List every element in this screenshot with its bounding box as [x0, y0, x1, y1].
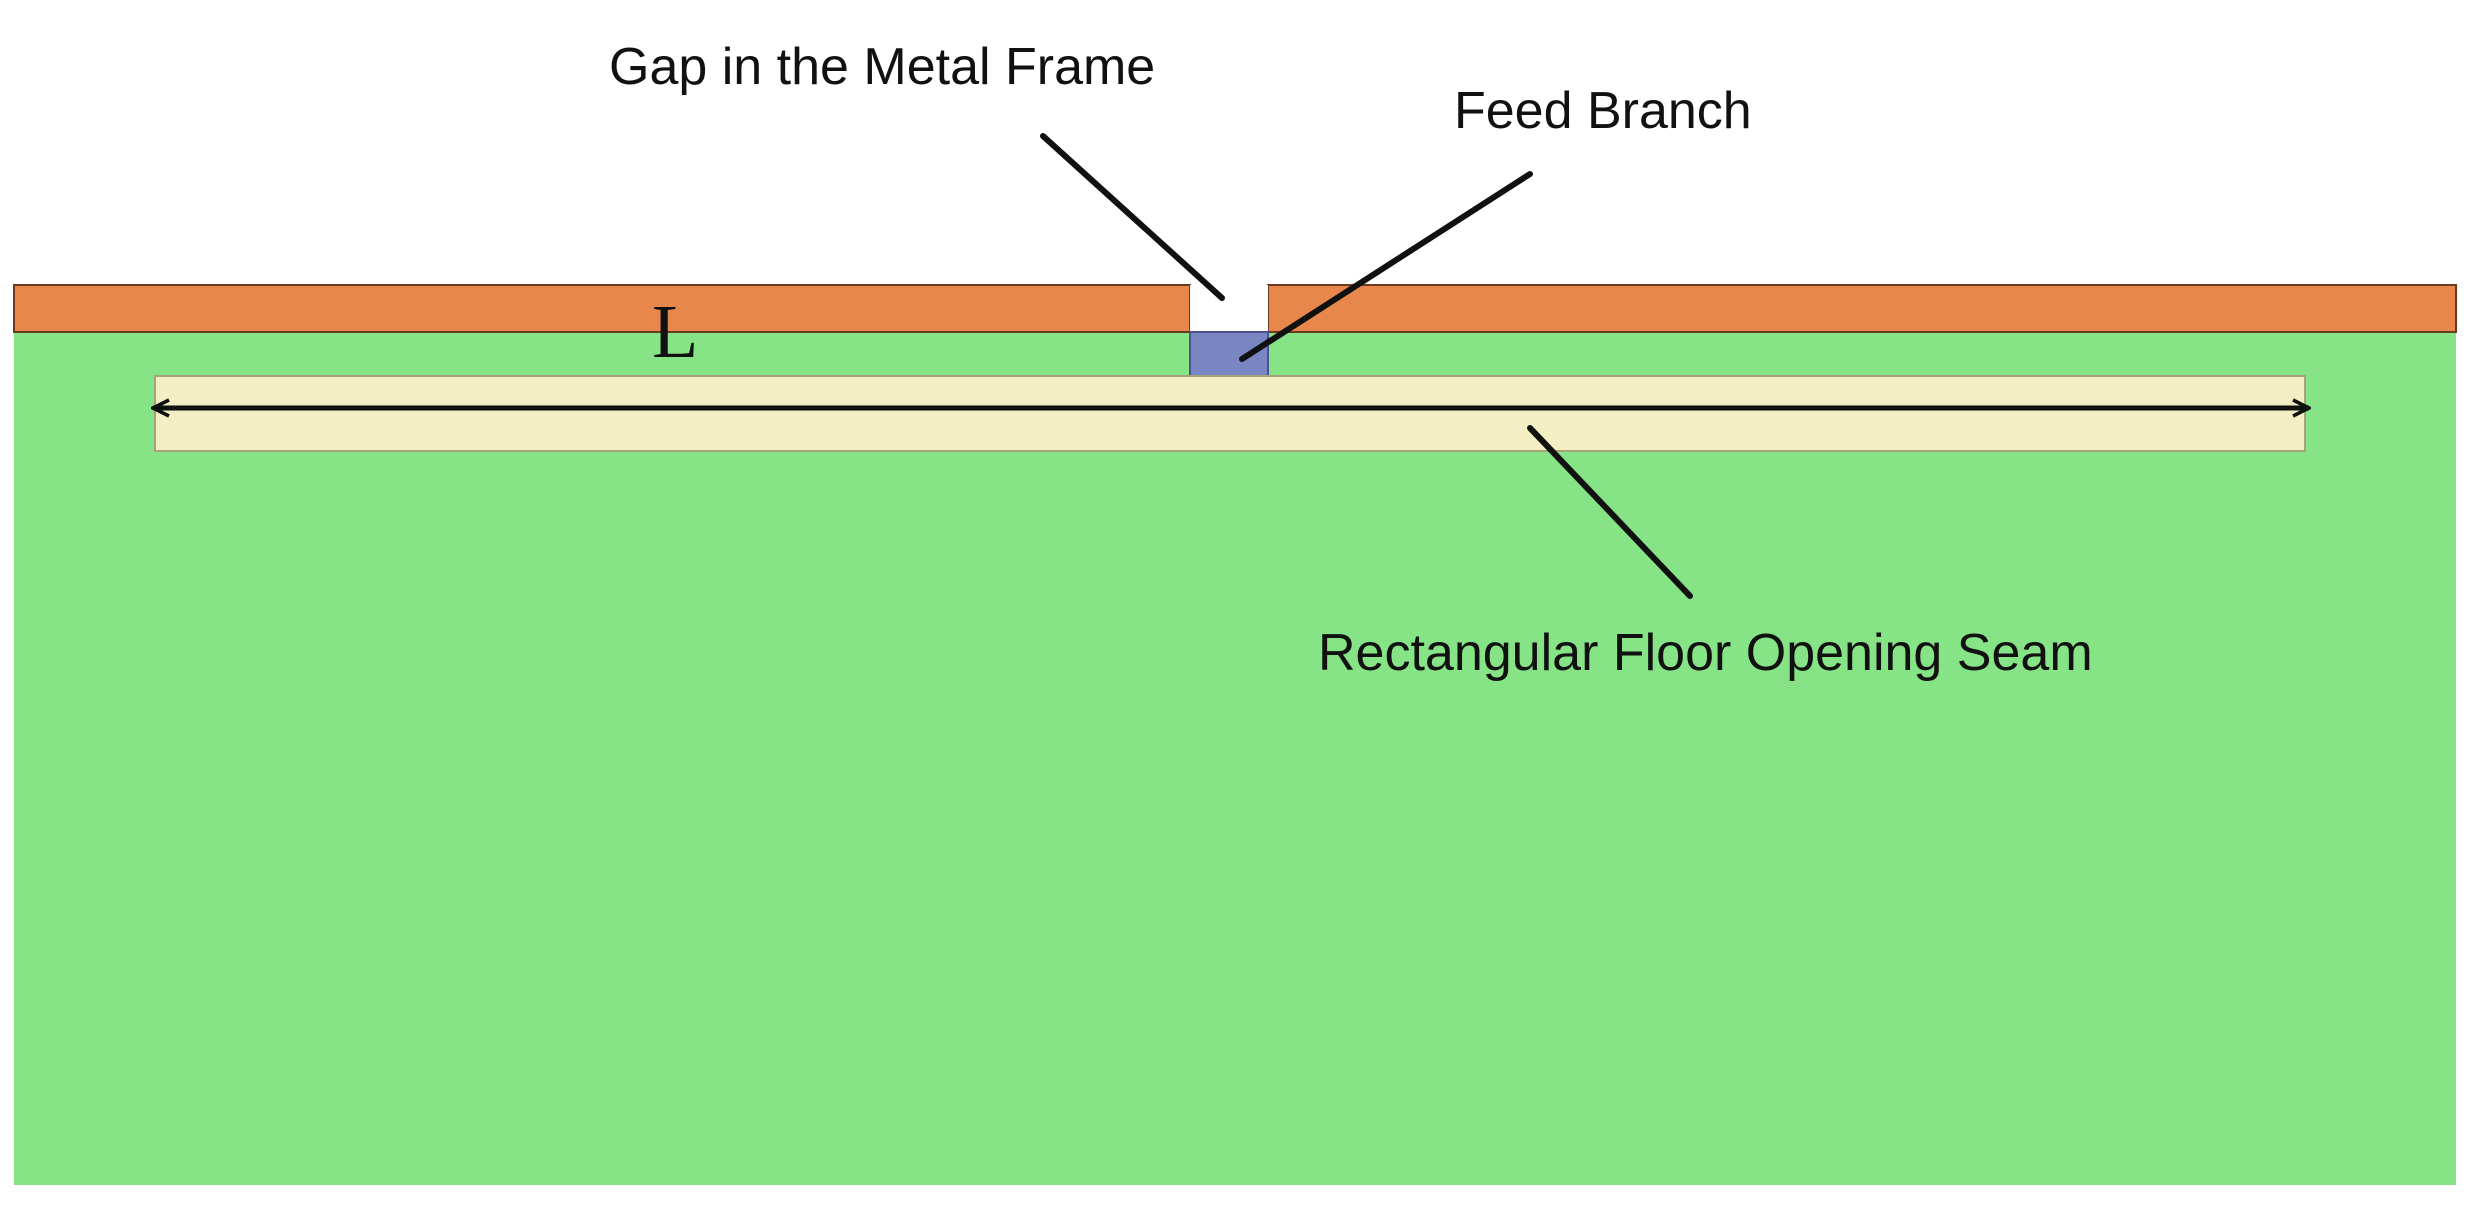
- seam-label: Rectangular Floor Opening Seam: [1318, 624, 2093, 682]
- gap-label: Gap in the Metal Frame: [609, 38, 1155, 96]
- metal-frame-right: [1267, 284, 2457, 333]
- feed-leader-line: [1239, 171, 1533, 362]
- dimension-label: L: [652, 290, 698, 374]
- floor-opening-seam: [154, 375, 2306, 452]
- ground-plane: [14, 330, 2456, 1185]
- metal-frame-gap: [1190, 285, 1268, 332]
- gap-leader-line: [1040, 133, 1225, 301]
- seam-leader-line: [1527, 425, 1693, 599]
- feed-branch: [1189, 331, 1269, 377]
- metal-frame-left: [13, 284, 1191, 333]
- feed-label: Feed Branch: [1454, 82, 1752, 140]
